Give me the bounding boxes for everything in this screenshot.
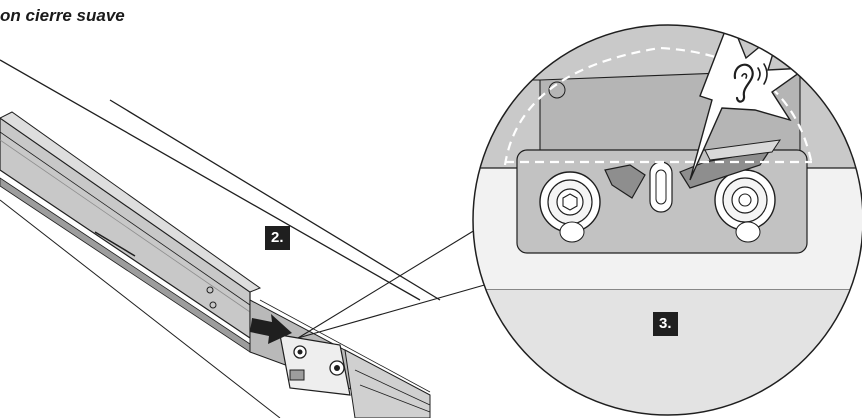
- step-badge-3: 3.: [653, 312, 678, 336]
- magnifier-circle: [472, 24, 862, 416]
- arrow-right-icon: [250, 314, 292, 344]
- burst-icon: [689, 25, 809, 181]
- ear-sound-icon: [733, 63, 768, 103]
- caption-title: on cierre suave: [0, 6, 125, 25]
- drawer-rail-assembly: [0, 59, 441, 418]
- callout-lines: [297, 229, 489, 339]
- step-badge-2: 2.: [265, 226, 290, 250]
